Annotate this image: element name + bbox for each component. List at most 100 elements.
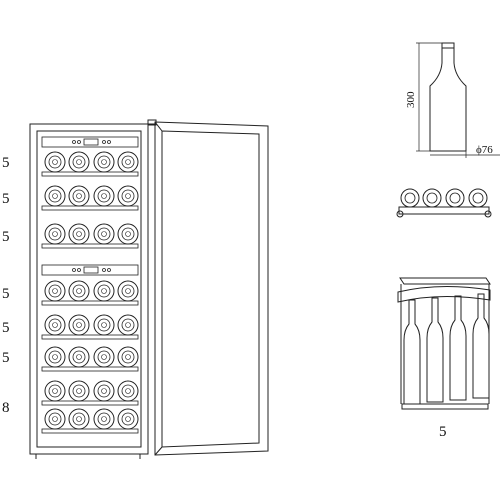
bottle-end [117, 280, 139, 302]
button-upper-3 [102, 140, 106, 144]
door [154, 121, 269, 456]
bottle-end [44, 408, 66, 430]
bottle-neck [72, 189, 86, 203]
display-lower [83, 266, 99, 274]
shelf-rail [41, 366, 139, 372]
shelf-rail [41, 243, 139, 249]
bottle-end [44, 280, 66, 302]
bottle-cork [101, 388, 107, 394]
bottle-cork [101, 288, 107, 294]
cabinet-inner [36, 130, 142, 448]
bottle-cork [52, 416, 58, 422]
bottle-end [93, 314, 115, 336]
bottle-neck [97, 318, 111, 332]
detail-bottle-neck [472, 192, 484, 204]
bottle-outline [429, 42, 467, 152]
bottle-end [68, 408, 90, 430]
button-lower-2 [77, 268, 81, 272]
bottle-cork [125, 322, 131, 328]
shelf-row [41, 346, 139, 372]
bottle-end [68, 223, 90, 245]
bottle-end [93, 185, 115, 207]
bottle-cork [101, 354, 107, 360]
bottle-cork [52, 193, 58, 199]
bottle-end [68, 380, 90, 402]
shelf-detail [396, 188, 492, 218]
bottle-cork [52, 388, 58, 394]
bottle-neck [48, 384, 62, 398]
bottle-cork [76, 354, 82, 360]
detail-bottle-neck [426, 192, 438, 204]
bottle-neck [72, 284, 86, 298]
rack-base [401, 403, 489, 410]
bottle-cork [125, 388, 131, 394]
bottle-end [117, 380, 139, 402]
bottle-cork [52, 159, 58, 165]
bottle-end [44, 346, 66, 368]
shelf-row [41, 151, 139, 177]
shelf-label-2: 5 [2, 191, 10, 207]
rack-bottle [403, 299, 421, 405]
cabinet [29, 119, 157, 459]
bottle-neck [121, 318, 135, 332]
bottle-cork [101, 322, 107, 328]
bottle-cork [125, 231, 131, 237]
bottle-cork [76, 288, 82, 294]
bottle-neck [72, 384, 86, 398]
bottle-cork [52, 288, 58, 294]
bottle-neck [48, 318, 62, 332]
bottle-cork [125, 354, 131, 360]
shelf-rail [41, 300, 139, 306]
shelf-detail-knob-left [396, 210, 404, 218]
shelf-labels: 5 5 5 5 5 5 8 [2, 155, 10, 416]
bottle-end [93, 280, 115, 302]
bottle-end [93, 346, 115, 368]
bottle-diameter-label: ϕ76 [476, 144, 493, 156]
bottle-cork [52, 231, 58, 237]
bottle-neck [72, 227, 86, 241]
bottle-end [68, 280, 90, 302]
bottle-end [117, 223, 139, 245]
bottle-cork [76, 416, 82, 422]
control-panel-upper [41, 136, 139, 148]
bottle-end [117, 408, 139, 430]
door-outer [154, 121, 269, 456]
display-upper [83, 138, 99, 146]
bottle-neck [121, 227, 135, 241]
bottle-end [44, 223, 66, 245]
bottle-neck [121, 189, 135, 203]
bottle-end [68, 346, 90, 368]
bottle-cork [52, 322, 58, 328]
bottle-neck [97, 155, 111, 169]
bottle-cork [76, 193, 82, 199]
bottle-neck [48, 350, 62, 364]
bottle-cork [76, 388, 82, 394]
bottle-neck [121, 412, 135, 426]
shelf-row [41, 185, 139, 211]
bottle-end [68, 185, 90, 207]
shelf-rail [41, 400, 139, 406]
bottle-cork [101, 231, 107, 237]
detail-bottle-end [468, 188, 488, 208]
shelf-row [41, 314, 139, 340]
bottle-end [44, 314, 66, 336]
rack-frame-top [399, 277, 491, 285]
bottle-cork [76, 231, 82, 237]
shelf-rail [41, 428, 139, 434]
shelf-label-6: 5 [2, 350, 10, 366]
bottle-cork [101, 416, 107, 422]
bottle-end [93, 380, 115, 402]
cabinet-outer [29, 123, 149, 455]
bottle-neck [97, 412, 111, 426]
shelf-rail [41, 205, 139, 211]
bottle-end [44, 380, 66, 402]
bottle-neck [48, 155, 62, 169]
bottle-neck [48, 227, 62, 241]
bottle-end [44, 151, 66, 173]
shelf-row [41, 380, 139, 406]
shelf-label-5: 5 [2, 320, 10, 336]
bottle-end [44, 185, 66, 207]
button-upper-1 [72, 140, 76, 144]
shelf-row [41, 223, 139, 249]
bottle-cork [125, 288, 131, 294]
